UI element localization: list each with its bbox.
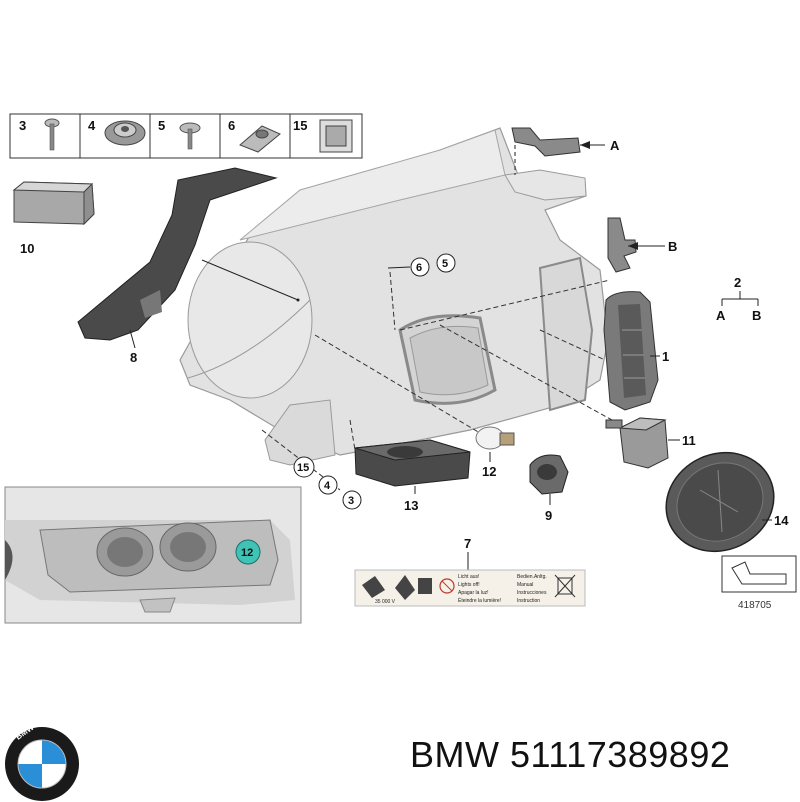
label-line-1: Licht aus! [458, 574, 479, 580]
legend-num-6: 6 [228, 118, 235, 133]
recycle-bin-icon [554, 574, 576, 598]
callout-5: 5 [442, 258, 448, 270]
bmw-logo-icon: BMW [5, 726, 79, 801]
part-10-pad: 10 [12, 181, 95, 256]
clip-nut-icon [104, 120, 146, 146]
part-a-clip: A [511, 127, 620, 157]
fastener-legend: 3 4 5 6 15 [9, 113, 363, 159]
part-label-13: 13 [404, 498, 418, 513]
part-label-2: 2 [734, 275, 741, 290]
part-14-cap: 14 [665, 451, 789, 553]
part-12-bulb: 12 [475, 426, 515, 479]
reference-number: 418705 [738, 600, 772, 611]
label-b: B [668, 239, 677, 254]
callout-group-6-5: 6 5 [387, 253, 456, 277]
callout-3: 3 [348, 495, 354, 507]
callout-6: 6 [416, 262, 422, 274]
part-1-cover: 1 [603, 291, 669, 411]
part-7-warning-label: 7 35 000 V Licht aus! Lights off! Apagar… [354, 536, 586, 607]
headlight-housing [179, 127, 609, 466]
clamp-icon [319, 119, 353, 153]
part-label-7: 7 [464, 536, 471, 551]
callout-15: 15 [297, 462, 309, 474]
label-line-5: Bedien.Anltg. [517, 574, 547, 580]
label-voltage: 35 000 V [375, 599, 396, 605]
label-line-4: Éteindre la lumière! [458, 597, 501, 604]
part-label-1: 1 [662, 349, 669, 364]
part-13-control-unit: 13 [354, 439, 471, 513]
label-line-7: Instrucciones [517, 590, 547, 596]
legend-num-4: 4 [88, 118, 96, 133]
label-line-3: Apagar la luz! [458, 590, 489, 596]
screw-icon [179, 122, 201, 150]
part-label-8: 8 [130, 350, 137, 365]
part-label-11: 11 [682, 433, 696, 448]
label-line-6: Manual [517, 582, 533, 588]
part-2-tree: 2 A B [716, 275, 761, 323]
legend-num-15: 15 [293, 118, 307, 133]
callout-group-15-4-3: 15 4 3 [293, 456, 362, 510]
screw-icon [44, 118, 60, 151]
speed-nut-icon [239, 125, 281, 153]
label-line-2: Lights off! [458, 582, 480, 588]
part-11-motor: 11 [605, 417, 696, 469]
part-8-bracket: 8 [77, 167, 278, 365]
label-line-8: Instruction [517, 598, 540, 604]
inset-callout-12: 12 [241, 547, 253, 559]
part-label-12: 12 [482, 464, 496, 479]
part-2-b: B [752, 308, 761, 323]
part-number-text: BMW 51117389892 [410, 734, 731, 775]
legend-num-5: 5 [158, 118, 165, 133]
part-9-socket: 9 [529, 454, 569, 523]
reference-box: 418705 [721, 555, 797, 611]
part-label-9: 9 [545, 508, 552, 523]
vehicle-inset: 12 [4, 486, 302, 624]
callout-4: 4 [324, 480, 331, 492]
lamp-warning-icon [362, 575, 432, 600]
part-label-10: 10 [20, 241, 34, 256]
part-b-clip: B [607, 217, 677, 273]
part-label-14: 14 [774, 513, 789, 528]
part-2-a: A [716, 308, 726, 323]
legend-num-3: 3 [19, 118, 26, 133]
label-a: A [610, 138, 620, 153]
